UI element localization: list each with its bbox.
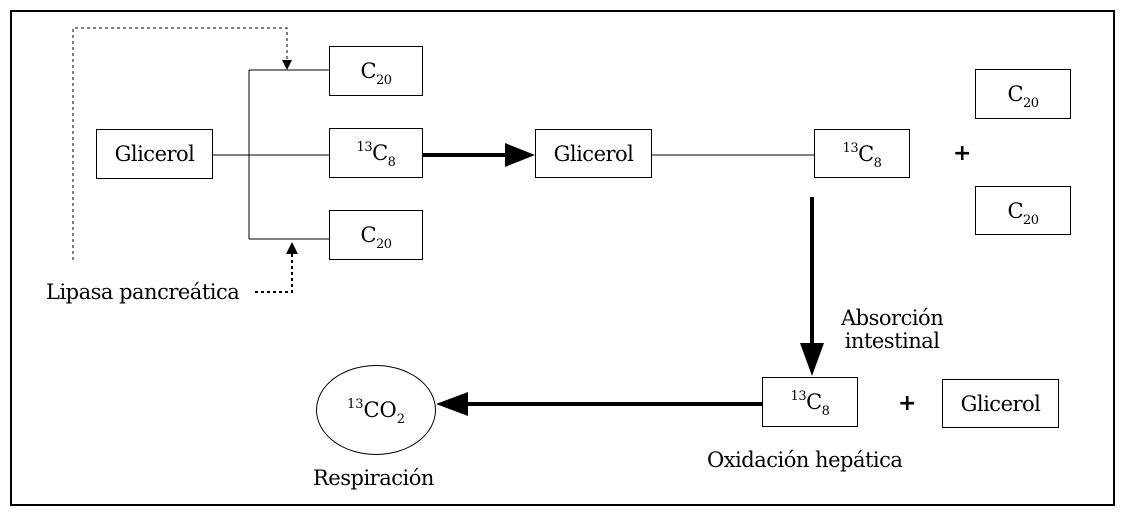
oxidation-arrowhead [436, 392, 468, 416]
transfer-arrowhead [505, 143, 535, 167]
absorption-label: Absorción intestinal [841, 306, 944, 353]
c8-box-labeled: 13C8 [329, 128, 423, 178]
glycerol-box-bottom: Glicerol [942, 379, 1059, 428]
plus-sign-bottom: + [898, 391, 917, 416]
c8-box-bottom: 13C8 [762, 377, 858, 427]
absorption-arrowhead [800, 343, 824, 376]
glycerol-box-left: Glicerol [96, 129, 213, 179]
hepatic-oxidation-label: Oxidación hepática [707, 448, 903, 472]
plus-sign-top: + [953, 141, 972, 166]
c20-box-right-bottom: C20 [975, 186, 1071, 235]
lipase-bottom-arrowhead [286, 242, 298, 254]
c8-box-right: 13C8 [814, 129, 910, 178]
diagram-frame [10, 10, 1115, 506]
lipase-top-arrowhead [282, 60, 292, 70]
c20-box-bottom: C20 [329, 210, 423, 260]
lipase-dashed-top-path [72, 27, 288, 260]
pancreatic-lipase-label: Lipasa pancreática [46, 280, 240, 304]
respiration-label: Respiración [313, 466, 434, 490]
glycerol-box-middle: Glicerol [535, 129, 652, 178]
co2-ellipse: 13CO2 [316, 365, 436, 455]
lipase-dashed-bottom-path [255, 252, 293, 293]
c20-box-right-top: C20 [975, 69, 1071, 119]
c20-box-top: C20 [329, 46, 423, 96]
glycerol-label: Glicerol [114, 142, 195, 166]
